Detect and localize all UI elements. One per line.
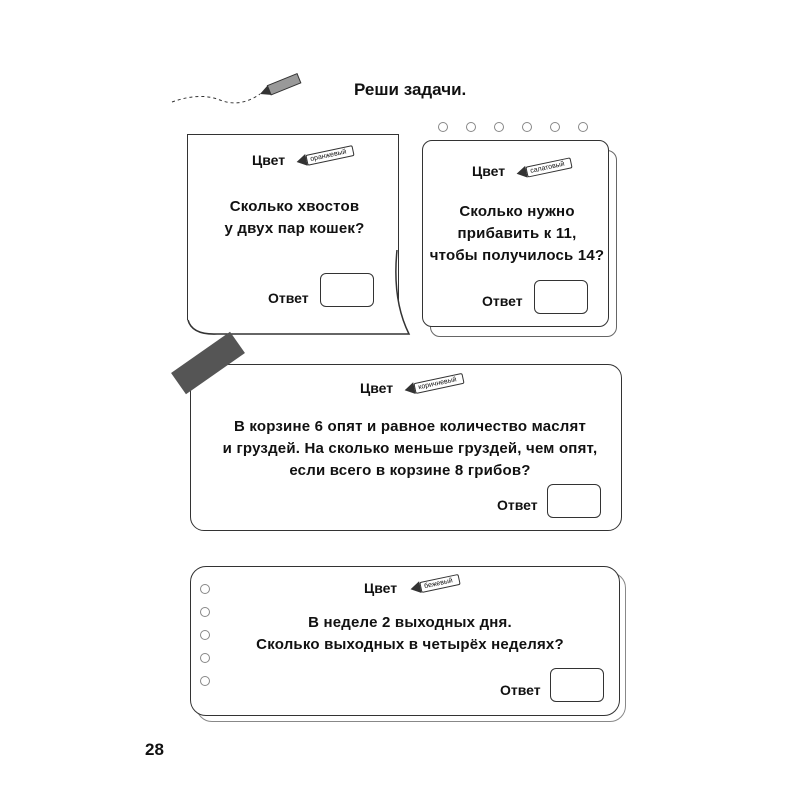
curled-corner <box>187 250 411 335</box>
page-number: 28 <box>145 740 164 759</box>
question-text: В неделе 2 выходных дня.Сколько выходных… <box>256 614 564 653</box>
question-text: В корзине 6 опят и равное количество мас… <box>222 418 598 479</box>
color-label: Цвет <box>360 380 394 396</box>
answer-label: Ответ <box>268 290 309 306</box>
color-label: Цвет <box>364 580 398 596</box>
task-card-4 <box>190 566 620 716</box>
answer-input[interactable] <box>320 273 374 307</box>
answer-input[interactable] <box>547 484 601 518</box>
color-label: Цвет <box>472 163 506 179</box>
pencil-icon <box>171 72 302 104</box>
color-label: Цвет <box>252 152 286 168</box>
answer-input[interactable] <box>534 280 588 314</box>
spiral-rings <box>438 122 588 132</box>
answer-label: Ответ <box>497 497 538 513</box>
punch-holes <box>200 584 210 686</box>
page-title: Реши задачи. <box>354 80 467 99</box>
answer-input[interactable] <box>550 668 604 702</box>
answer-label: Ответ <box>482 293 523 309</box>
answer-label: Ответ <box>500 682 541 698</box>
